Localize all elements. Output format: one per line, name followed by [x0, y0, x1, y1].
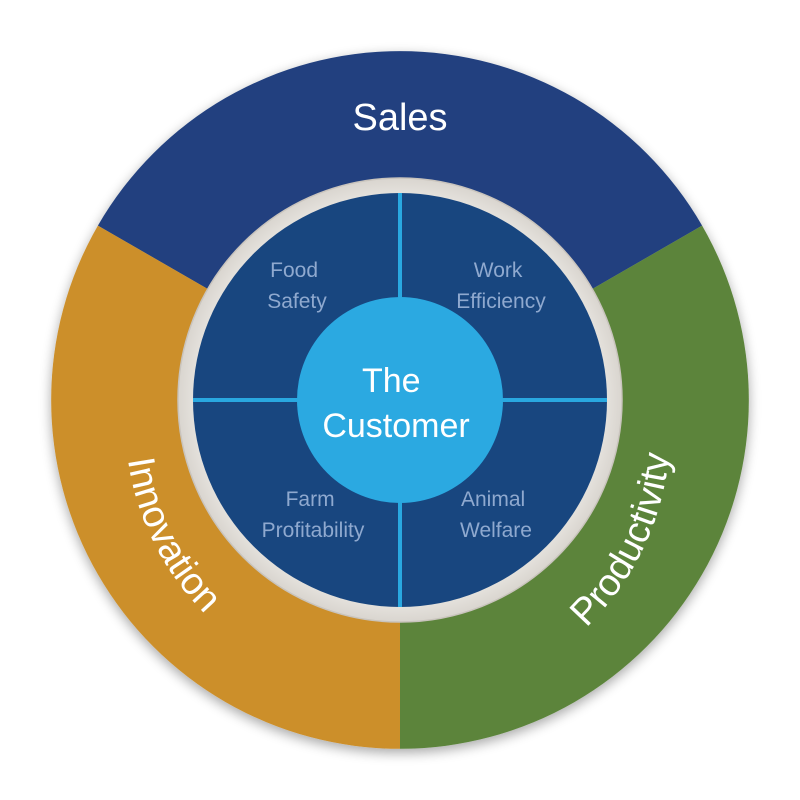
- farm-profitability-label: Farm Profitability: [262, 488, 365, 542]
- customer-center-circle: [297, 297, 503, 503]
- food-safety-line2: Safety: [267, 290, 327, 313]
- work-efficiency-line2: Efficiency: [456, 290, 546, 313]
- customer-label-line2: Customer: [322, 407, 469, 445]
- work-efficiency-label: Work Efficiency: [456, 259, 546, 313]
- animal-welfare-line1: Animal: [461, 488, 525, 511]
- food-safety-line1: Food: [270, 259, 318, 282]
- food-safety-label: Food Safety: [267, 259, 327, 313]
- sales-label: Sales: [352, 97, 447, 139]
- animal-welfare-line2: Welfare: [460, 519, 532, 542]
- farm-profitability-line2: Profitability: [262, 519, 365, 542]
- customer-label: The Customer: [322, 362, 469, 445]
- customer-label-line1: The: [362, 362, 421, 400]
- farm-profitability-line1: Farm: [286, 488, 335, 511]
- work-efficiency-line1: Work: [474, 259, 523, 282]
- animal-welfare-label: Animal Welfare: [460, 488, 532, 542]
- separator-ring-outline: [177, 177, 623, 623]
